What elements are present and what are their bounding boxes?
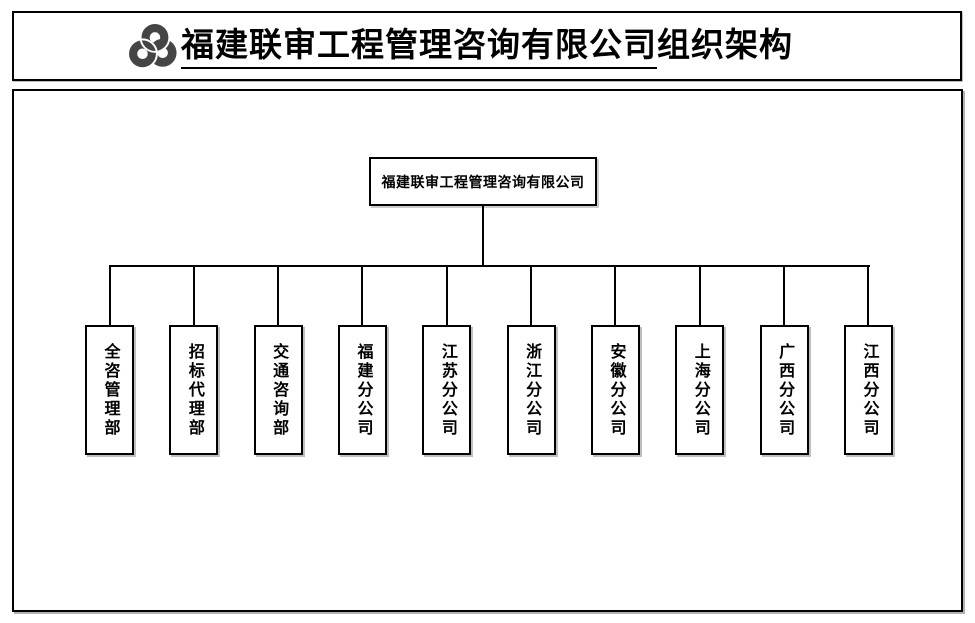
title-company-name: 福建联审工程管理咨询有限公司 bbox=[181, 27, 657, 69]
org-root-label: 福建联审工程管理咨询有限公司 bbox=[381, 173, 585, 190]
connector-stem-line bbox=[482, 206, 484, 265]
org-department-label: 江苏分公司 bbox=[438, 342, 456, 438]
title-suffix: 组织架构 bbox=[657, 27, 793, 64]
org-department-node: 江西分公司 bbox=[843, 325, 893, 455]
org-department-label: 招标代理部 bbox=[185, 342, 203, 438]
org-department-label: 浙江分公司 bbox=[523, 342, 541, 438]
org-department-label: 江西分公司 bbox=[860, 342, 878, 438]
org-department-node: 交通咨询部 bbox=[253, 325, 303, 455]
org-department-node: 广西分公司 bbox=[759, 325, 809, 455]
org-children-row: 全咨管理部 招标代理部 交通咨询部 福建分公司 江苏分公司 浙江分公司 安徽分公司 上海分公司… bbox=[85, 325, 893, 455]
org-department-label: 安徽分公司 bbox=[607, 342, 625, 438]
org-department-label: 广西分公司 bbox=[776, 342, 794, 438]
org-department-node: 浙江分公司 bbox=[506, 325, 556, 455]
org-department-label: 全咨管理部 bbox=[101, 342, 119, 438]
org-department-node: 福建分公司 bbox=[337, 325, 387, 455]
org-department-node: 江苏分公司 bbox=[422, 325, 472, 455]
page-title: 福建联审工程管理咨询有限公司组织架构 bbox=[181, 27, 793, 69]
org-department-node: 安徽分公司 bbox=[590, 325, 640, 455]
org-department-label: 福建分公司 bbox=[354, 342, 372, 438]
org-department-node: 上海分公司 bbox=[675, 325, 725, 455]
org-department-label: 上海分公司 bbox=[691, 342, 709, 438]
org-department-node: 全咨管理部 bbox=[85, 325, 134, 455]
org-chart-canvas: 福建联审工程管理咨询有限公司 全咨管理部 招标代理部 交通咨询部 福建分公司 江苏分公司… bbox=[12, 89, 963, 612]
org-department-label: 交通咨询部 bbox=[270, 342, 288, 438]
company-logo-icon bbox=[122, 22, 186, 72]
org-root-node: 福建联审工程管理咨询有限公司 bbox=[369, 157, 597, 206]
connector-horizontal-line bbox=[110, 265, 870, 267]
document-header: 福建联审工程管理咨询有限公司组织架构 bbox=[12, 11, 962, 81]
org-department-node: 招标代理部 bbox=[169, 325, 219, 455]
